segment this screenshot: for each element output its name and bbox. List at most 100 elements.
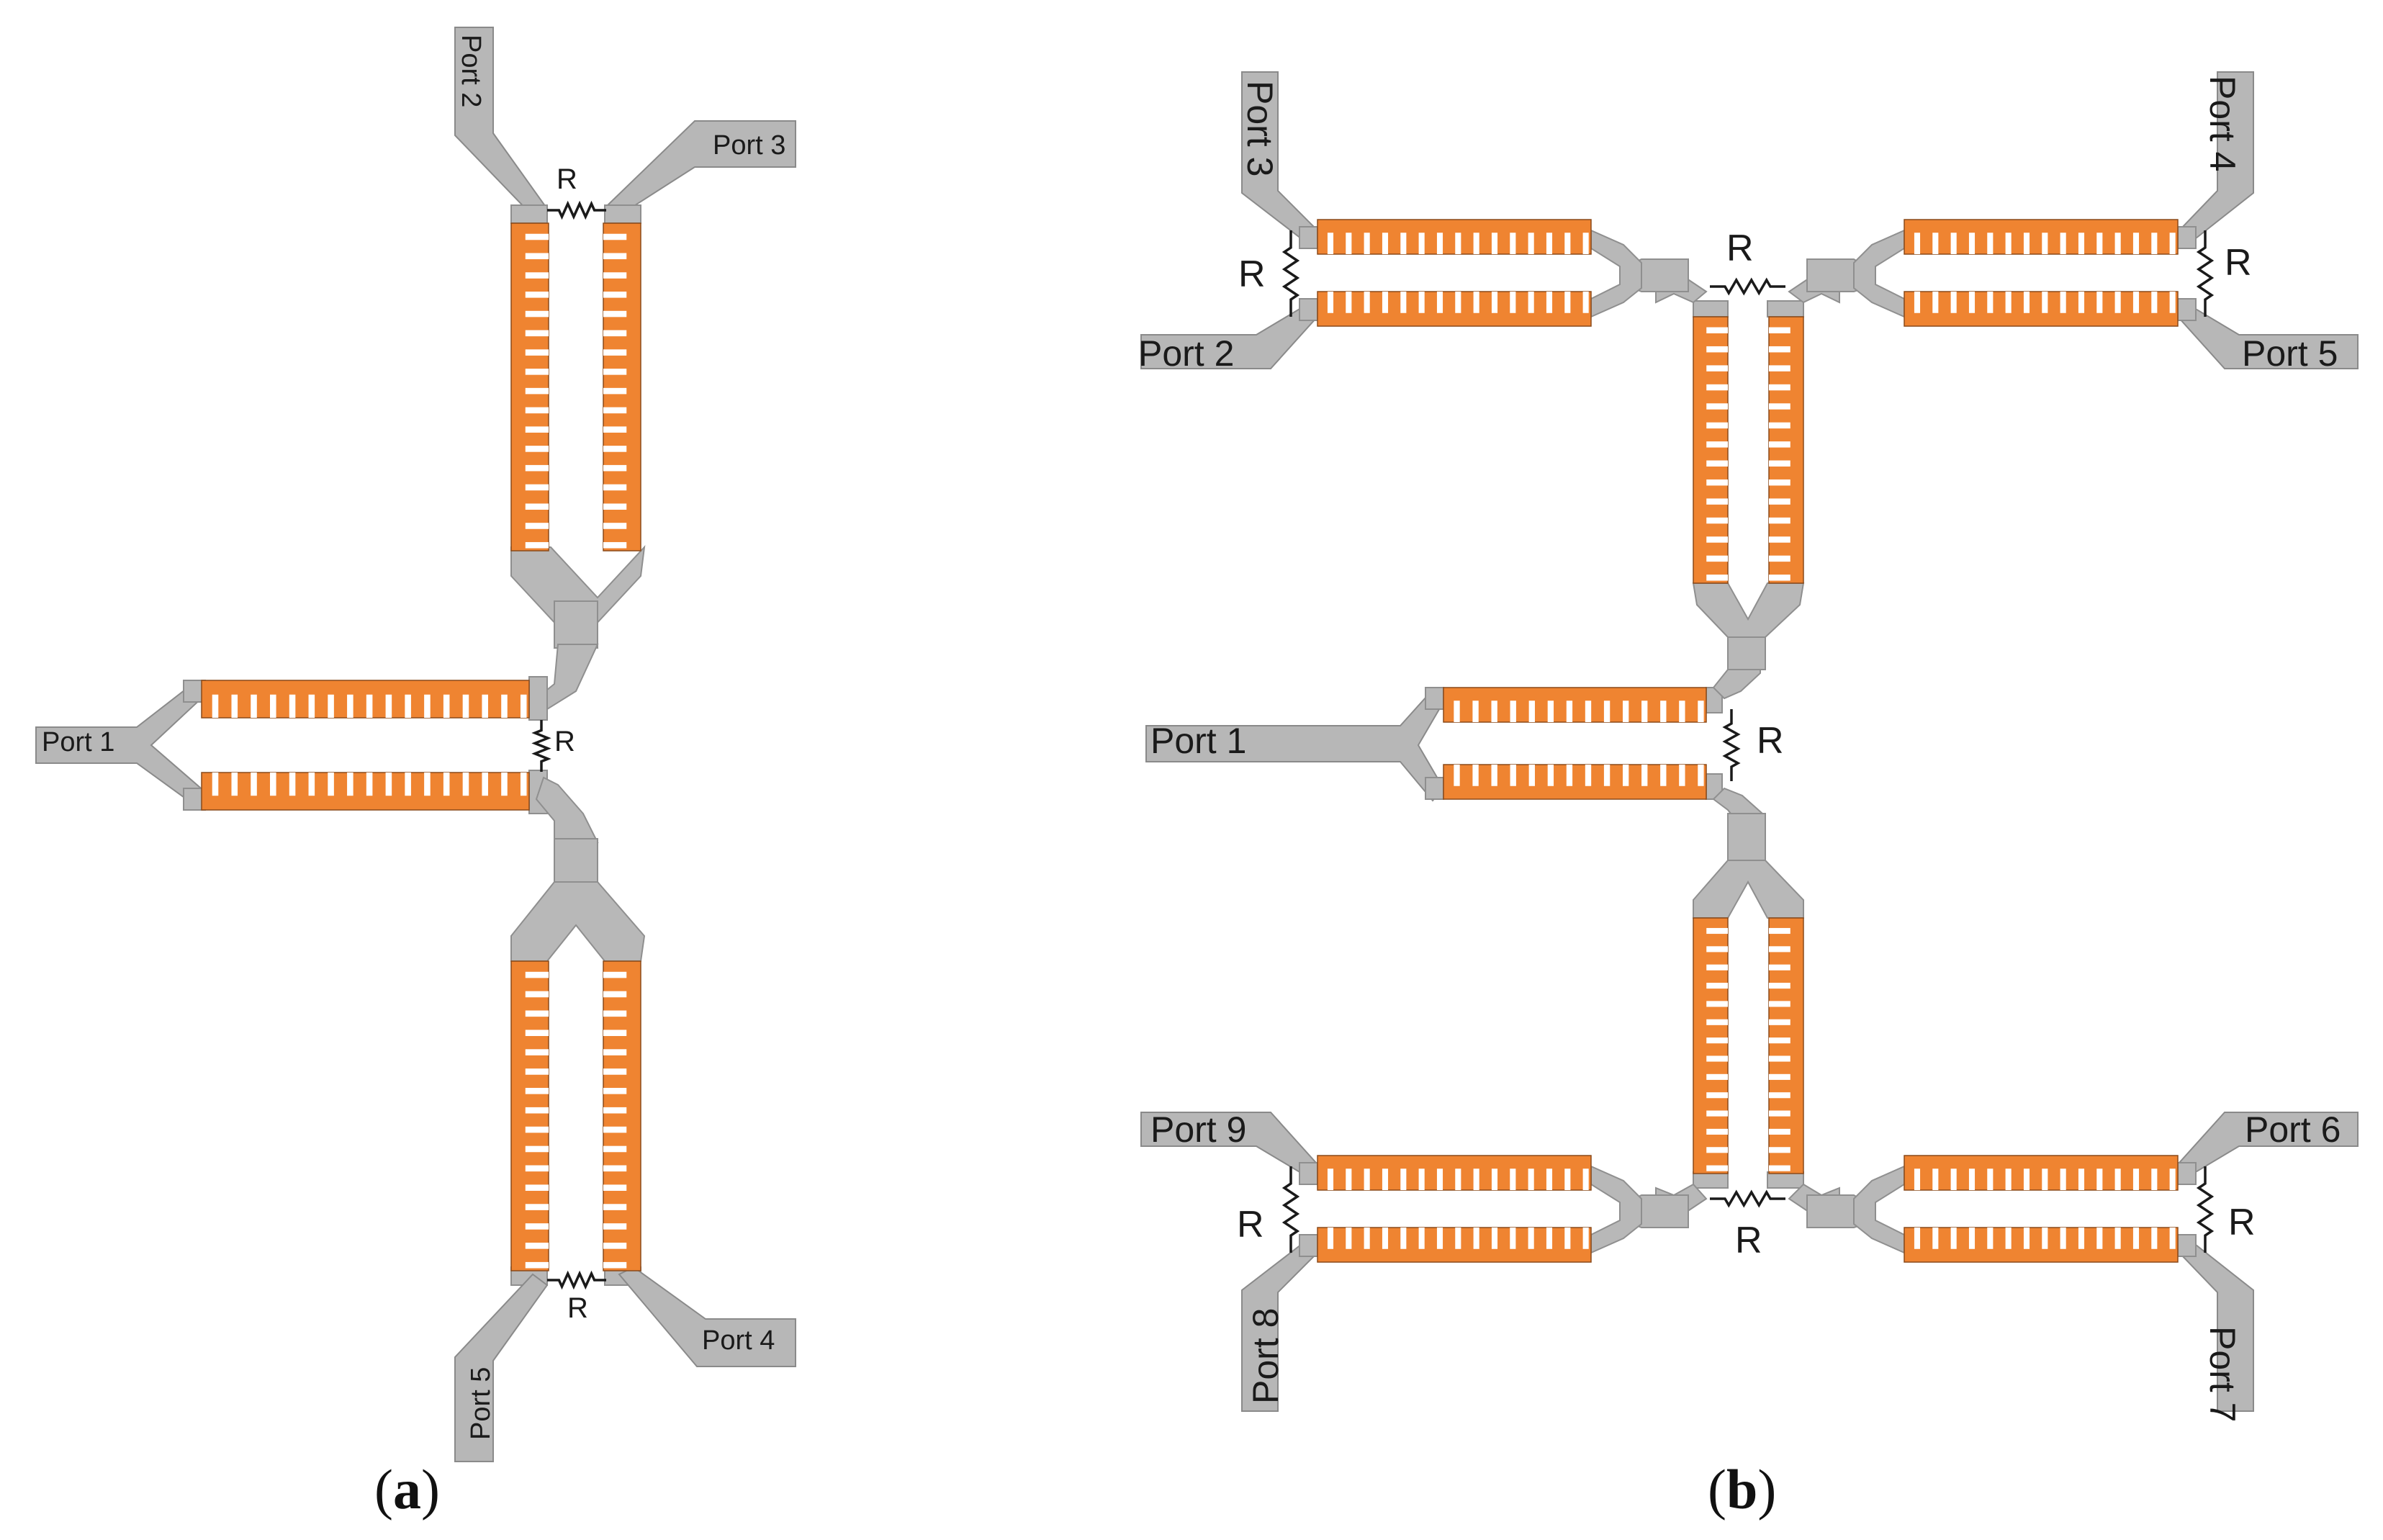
panel-b-strip-q3-upper-slot-12	[1546, 1168, 1553, 1190]
panel-b-strip-q1-lower-slot-4	[1400, 292, 1407, 313]
panel-b-strip-upper-left-slot-2	[1706, 365, 1728, 372]
panel-a-bottom-pair-combine	[510, 881, 646, 962]
panel-b-resistor-top-left	[1281, 230, 1300, 317]
panel-b-strip-q3-upper-slot-7	[1455, 1168, 1461, 1190]
panel-a-strip-top-left-slot-0	[525, 233, 549, 240]
panel-a-resistor-bottom	[547, 1270, 606, 1290]
panel-b-strip-upper-right	[1768, 316, 1804, 584]
panel-b-strip-upper-right-slot-4	[1769, 403, 1790, 410]
panel-b-strip-q2-upper-slot-7	[2042, 233, 2048, 254]
panel-b-strip-upper-left-slot-0	[1706, 327, 1728, 333]
panel-a-strip-top-right-slot-14	[603, 503, 627, 510]
panel-b-mid-left-upper-stub	[1425, 687, 1444, 710]
panel-a-strip-bottom-right-slot-12	[603, 1204, 627, 1210]
panel-b-strip-q2-lower	[1904, 291, 2179, 327]
panel-a-top-neck	[554, 600, 598, 649]
panel-a-strip-bottom-right-slot-9	[603, 1145, 627, 1153]
panel-a-strip-top-right-slot-3	[603, 292, 627, 298]
panel-b-resistor-label-top-center: R	[1726, 228, 1754, 269]
panel-a-strip-top-right-slot-2	[603, 272, 627, 279]
panel-b-strip-mid-lower-slot-10	[1641, 765, 1648, 786]
panel-a-strip-left-upper-slot-1	[231, 694, 238, 718]
panel-a-strip-left-lower-slot-16	[520, 773, 527, 796]
panel-b-strip-q3-upper-slot-13	[1564, 1168, 1571, 1190]
panel-b-strip-q4-lower-slot-8	[2060, 1228, 2066, 1249]
panel-b-strip-q2-upper-slot-1	[1932, 233, 1939, 254]
panel-b-strip-q2-lower-slot-7	[2042, 292, 2048, 313]
panel-a-strip-bottom-left-slot-12	[525, 1204, 549, 1210]
panel-b-strip-lower-left-slot-6	[1706, 1037, 1728, 1044]
panel-b-strip-lower-left-slot-13	[1706, 1165, 1728, 1171]
panel-a-strip-bottom-left-slot-0	[525, 971, 549, 978]
panel-a-strip-bottom-left-slot-2	[525, 1010, 549, 1017]
panel-b-upper-pair-combine	[1692, 582, 1805, 638]
panel-a-strip-top-right-slot-0	[603, 233, 627, 240]
panel-b-strip-q4-upper-slot-9	[2078, 1168, 2085, 1190]
panel-a-port-2-label: Port 2	[456, 35, 486, 107]
panel-b-strip-q1-upper-slot-5	[1418, 233, 1425, 254]
panel-b-strip-q4-upper-slot-12	[2132, 1168, 2140, 1190]
panel-b-strip-q3-lower-slot-12	[1546, 1228, 1553, 1249]
panel-b-strip-q3-lower-slot-13	[1564, 1228, 1571, 1249]
panel-b-strip-q3-lower-slot-1	[1346, 1228, 1352, 1249]
panel-b-strip-q2-lower-slot-0	[1914, 292, 1921, 313]
panel-b-strip-q3-lower-slot-14	[1582, 1228, 1589, 1249]
panel-b-strip-q4-upper-slot-5	[2005, 1168, 2012, 1190]
panel-b-strip-q1-upper-slot-9	[1491, 233, 1498, 254]
panel-b-strip-lower-left-slot-2	[1706, 964, 1728, 971]
panel-b-strip-mid-upper-slot-6	[1566, 701, 1573, 722]
panel-b-strip-q3-upper	[1317, 1155, 1592, 1191]
panel-b-strip-upper-left-slot-3	[1706, 384, 1728, 391]
panel-b-strip-lower-left-slot-7	[1706, 1055, 1728, 1062]
transmission-lines	[35, 27, 2359, 1462]
panel-b-strip-mid-lower-slot-0	[1454, 765, 1460, 786]
panel-a-strip-left-upper-slot-3	[270, 694, 276, 718]
panel-a-strip-top-right-slot-10	[603, 426, 627, 433]
panel-a-caption: (a)	[374, 1458, 440, 1521]
panel-b-strip-lower-right-slot-10	[1769, 1110, 1790, 1117]
panel-a-strip-left-lower-slot-9	[385, 773, 392, 796]
panel-a-strip-left-upper-slot-8	[366, 694, 373, 718]
panel-b-port-5-label: Port 5	[2242, 333, 2338, 374]
panel-a-strip-top-left	[510, 222, 549, 551]
panel-b-strip-q4-lower-slot-14	[2169, 1228, 2176, 1249]
panel-a-strip-top-right-slot-9	[603, 407, 627, 414]
panel-b-strip-upper-left-slot-12	[1706, 555, 1728, 562]
panel-b-strip-q3-lower-slot-7	[1455, 1228, 1461, 1249]
panel-b-lower-pair-combine	[1693, 860, 1804, 919]
panel-b-strip-q3-upper-slot-11	[1528, 1168, 1534, 1190]
panel-b-resistor-top-right	[2196, 230, 2215, 317]
panel-a-resistor-label-mid: R	[554, 726, 575, 757]
panel-b-strip-lower-right-body	[1768, 917, 1804, 1174]
panel-a-strip-bottom-right-slot-11	[603, 1184, 627, 1192]
panel-b-strip-lower-right-slot-7	[1769, 1055, 1790, 1062]
panel-a-strip-top-left-slot-14	[525, 503, 549, 510]
panel-b-strip-upper-right-slot-12	[1769, 555, 1790, 562]
panel-a-strip-left-lower-slot-4	[289, 773, 296, 796]
panel-b-strip-q4-upper-slot-4	[1987, 1168, 1994, 1190]
panel-b-strip-q4-upper-slot-2	[1950, 1168, 1957, 1190]
panel-a-strip-top-left-slot-5	[525, 330, 549, 337]
panel-b-strip-q1-upper-slot-11	[1528, 233, 1534, 254]
panel-b-strip-upper-right-slot-6	[1769, 441, 1790, 448]
panel-b-strip-upper-left-slot-10	[1706, 517, 1728, 524]
panel-b-strip-mid-lower-slot-8	[1603, 765, 1611, 786]
panel-a-strip-left-lower-slot-11	[424, 773, 431, 796]
panel-a-strip-bottom-right	[603, 960, 641, 1271]
panel-b-strip-q4-upper-slot-7	[2042, 1168, 2048, 1190]
panel-b-strip-q2-upper-slot-3	[1968, 233, 1976, 254]
panel-a-strip-left-lower	[201, 772, 530, 811]
panel-b-strip-upper-left-slot-8	[1706, 479, 1728, 486]
panel-b-strip-q3-lower-slot-5	[1418, 1228, 1425, 1249]
panel-a-strip-left-lower-slot-15	[501, 773, 508, 796]
panel-b-resistor-mid	[1722, 709, 1741, 781]
panel-b-strip-q2-upper-slot-6	[2023, 233, 2030, 254]
panel-a-strip-left-lower-slot-8	[366, 773, 373, 796]
panel-b-resistor-top-center	[1710, 277, 1785, 296]
resistors	[531, 200, 2215, 1290]
panel-b-strip-mid-upper-slot-10	[1641, 701, 1648, 722]
panel-a-bottom-neck-taper	[535, 776, 599, 843]
panel-a-top-left-stub	[510, 204, 548, 224]
panel-a-strip-left-lower-slot-6	[328, 773, 334, 796]
panel-b-strip-mid-lower-slot-3	[1510, 765, 1516, 786]
